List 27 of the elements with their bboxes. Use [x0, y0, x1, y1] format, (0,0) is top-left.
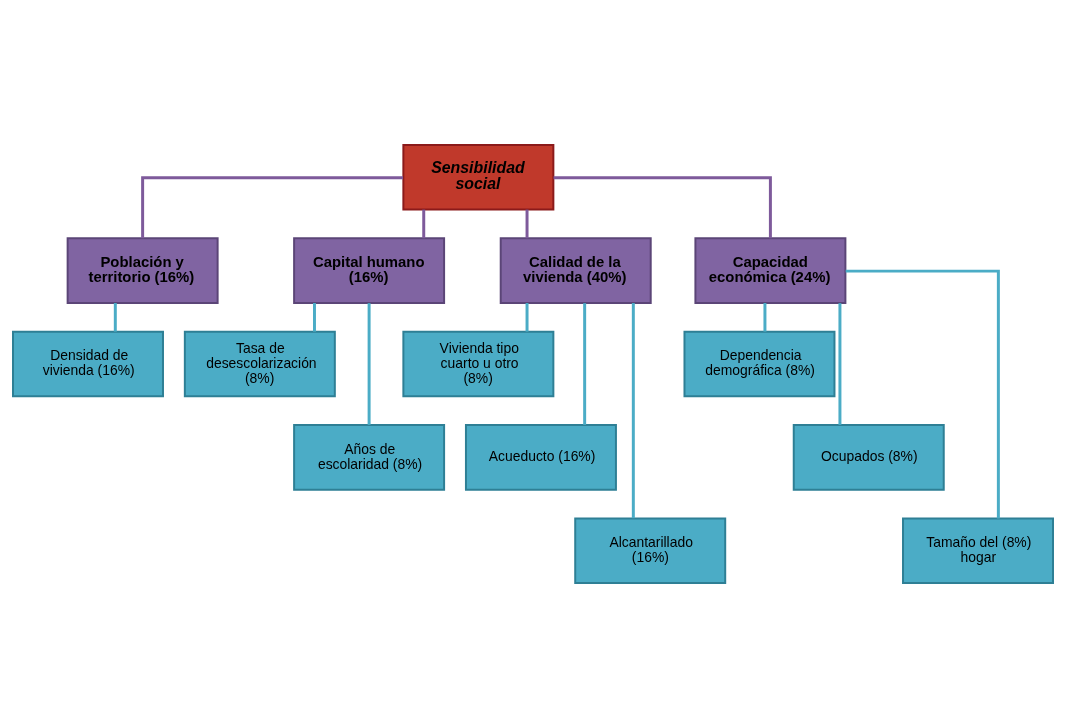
node-box: Años de escolaridad (8%) — [293, 424, 446, 491]
connector — [525, 209, 529, 239]
node-box: Tasa de desescolarización (8%) — [183, 330, 336, 398]
node-box: Capital humano (16%) — [293, 237, 446, 304]
node-box: Acueducto (16%) — [464, 424, 617, 491]
node-box: Calidad de la vivienda (40%) — [499, 237, 652, 304]
connector — [763, 303, 767, 332]
connector — [845, 269, 1000, 519]
node-box: Ocupados (8%) — [792, 424, 945, 491]
node-box: Tamaño del (8%) hogar — [902, 517, 1054, 585]
connector — [525, 303, 529, 332]
connector — [583, 303, 587, 425]
connector — [631, 303, 635, 519]
node-box: Sensibilidad social — [402, 143, 555, 211]
connector — [113, 303, 117, 332]
node-box: Población y territorio (16%) — [66, 237, 219, 304]
connector — [367, 303, 371, 425]
connector — [553, 176, 772, 239]
connector — [313, 303, 316, 332]
node-box: Capacidad económica (24%) — [694, 237, 847, 304]
connector — [838, 303, 842, 425]
node-box: Dependencia demográfica (8%) — [683, 330, 836, 398]
connector — [141, 176, 403, 239]
node-box: Vivienda tipo cuarto u otro (8%) — [402, 330, 555, 398]
node-box: Alcantarillado (16%) — [574, 517, 727, 585]
connector — [422, 209, 426, 239]
node-box: Densidad de vivienda (16%) — [12, 330, 164, 398]
